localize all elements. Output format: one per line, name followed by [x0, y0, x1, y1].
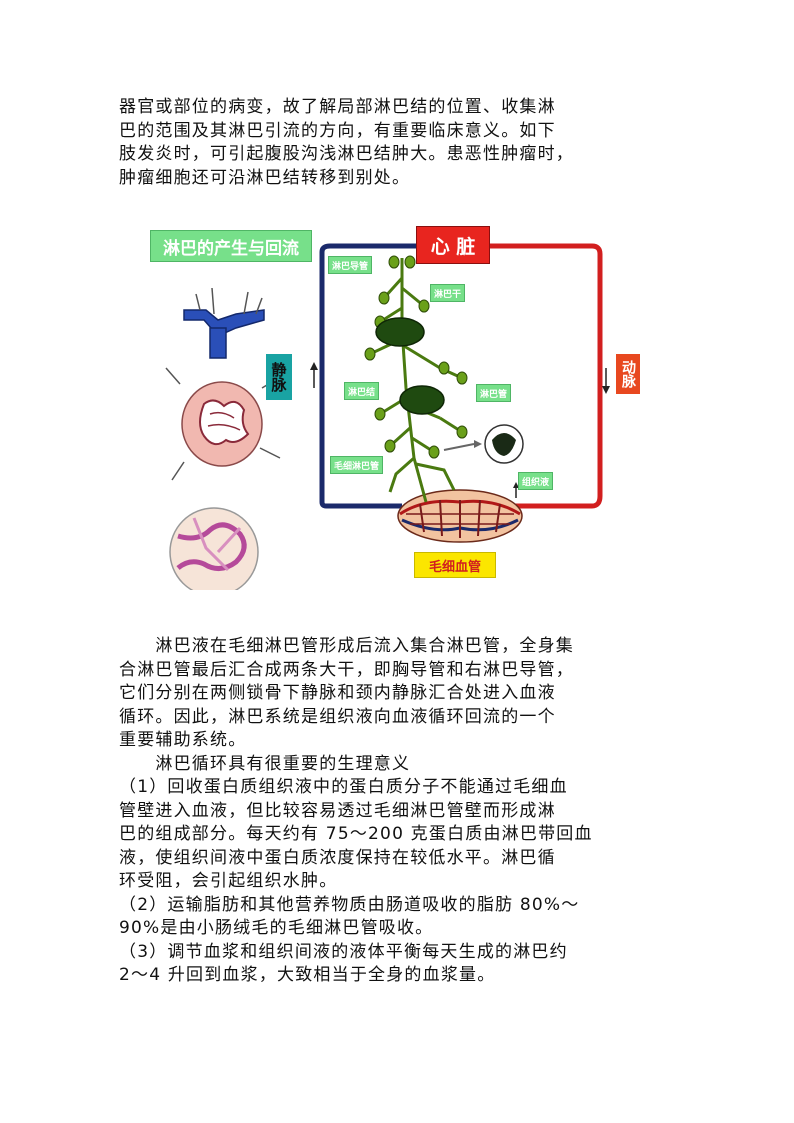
text-line: 器官或部位的病变，故了解局部淋巴结的位置、收集淋 [119, 97, 556, 117]
lymph-duct-label: 淋巴导管 [328, 256, 373, 274]
vein-junction-illustration [183, 287, 265, 359]
lymph-valves [364, 255, 468, 459]
lymph-capillary-label: 毛细淋巴管 [330, 456, 384, 474]
lymph-node-lower [399, 385, 445, 415]
text-line: 淋巴循环具有很重要的生理意义 [119, 753, 411, 774]
text-line: 肿瘤细胞还可沿淋巴结转移到别处。 [119, 167, 411, 188]
vein-label: 静脉 [266, 354, 292, 400]
lymph-node-upper [375, 317, 425, 347]
capillary-bed [397, 489, 523, 543]
text-line: （1）回收蛋白质组织液中的蛋白质分子不能通过毛细血 [119, 777, 568, 797]
text-line: 肢发炎时，可引起腹股沟浅淋巴结肿大。患恶性肿瘤时， [119, 144, 574, 164]
capillary-network-illustration [169, 507, 259, 590]
text-line: 重要辅助系统。 [119, 730, 247, 750]
text-line: 巴的组成部分。每天约有 75～200 克蛋白质由淋巴带回血 [119, 824, 593, 844]
lymph-circulation-figure: 淋巴的产生与回流 心 脏 静脉 动脉 毛细血管 淋巴导管 淋巴干 淋巴结 淋巴管… [144, 218, 640, 590]
lymph-node-section-illustration [165, 367, 283, 481]
heart-label: 心 脏 [416, 226, 490, 264]
text-line: （2）运输脂肪和其他营养物质由肠道吸收的脂肪 80%～ [119, 894, 580, 915]
artery-label: 动脉 [616, 354, 640, 394]
tissue-fluid-label: 组织液 [518, 472, 554, 490]
text-line: （3）调节血浆和组织间液的液体平衡每天生成的淋巴约 [119, 941, 568, 962]
lymph-trunk-label: 淋巴干 [430, 284, 466, 302]
text-line: 它们分别在两侧锁骨下静脉和颈内静脉汇合处进入血液 [119, 683, 556, 703]
text-line: 循环。因此，淋巴系统是组织液向血液循环回流的一个 [119, 706, 556, 727]
figure-title: 淋巴的产生与回流 [150, 230, 312, 262]
arrow [443, 443, 475, 451]
capillary-label: 毛细血管 [414, 552, 496, 578]
text-line: 2～4 升回到血浆，大致相当于全身的血浆量。 [119, 965, 496, 985]
vein-path [319, 243, 416, 509]
text-line: 巴的范围及其淋巴引流的方向，有重要临床意义。如下 [119, 120, 556, 141]
paragraph-1: 器官或部位的病变，故了解局部淋巴结的位置、收集淋 巴的范围及其淋巴引流的方向，有… [119, 96, 679, 190]
text-line: 环受阻，会引起组织水肿。 [119, 871, 338, 891]
artery-path [488, 243, 603, 509]
text-line: 合淋巴管最后汇合成两条大干，即胸导管和右淋巴导管， [119, 659, 574, 680]
paragraph-2: 淋巴液在毛细淋巴管形成后流入集合淋巴管，全身集 合淋巴管最后汇合成两条大干，即胸… [119, 635, 679, 988]
text-line: 管壁进入血液，但比较容易透过毛细淋巴管壁而形成淋 [119, 800, 556, 821]
text-line: 淋巴液在毛细淋巴管形成后流入集合淋巴管，全身集 [119, 636, 574, 656]
lymph-node-label: 淋巴结 [344, 382, 380, 400]
lymph-vessel-label: 淋巴管 [476, 384, 512, 402]
text-line: 90%是由小肠绒毛的毛细淋巴管吸收。 [119, 918, 434, 938]
figure-illustration [165, 243, 610, 590]
text-line: 液，使组织间液中蛋白质浓度保持在较低水平。淋巴循 [119, 847, 556, 868]
